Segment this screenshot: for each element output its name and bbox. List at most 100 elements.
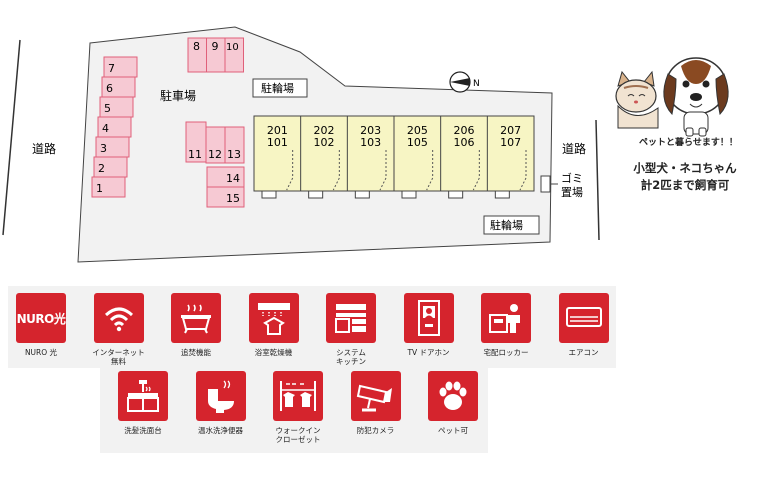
parking-space-15 [206,186,245,208]
parking-space-6-number: 6 [106,82,113,95]
feature-kitchen: システム キッチン [315,293,387,366]
unit-number-lower: 101 [267,136,288,149]
parking-space-11-number: 11 [188,148,202,161]
walk-in-closet-icon [273,371,323,421]
north-arrow-icon: N [449,71,480,93]
feature-bathroom-dryer: 浴室乾燥機 [238,293,310,357]
parking-space-4-number: 4 [102,122,109,135]
feature-label: ウォークイン クローゼット [275,426,321,444]
parking-space-7-number: 7 [108,62,115,75]
parking-space-13-number: 13 [227,148,241,161]
feature-wifi: インターネット 無料 [83,293,155,366]
unit-number-lower: 103 [360,136,381,149]
parking-space-9-number: 9 [212,40,219,53]
feature-label: エアコン [568,348,599,357]
feature-nuro: NURO光 NURO 光 [5,293,77,357]
road-edge-left [2,39,21,236]
unit-number-lower: 105 [407,136,428,149]
pets-info-line2: 計2匹まで飼育可 [640,178,730,192]
feature-walk-in-closet: ウォークイン クローゼット [262,371,334,444]
unit-number-upper: 201 [267,124,288,137]
parking-space-5-number: 5 [104,102,111,115]
svg-text:N: N [473,79,480,89]
pets-caption: ペットと暮らせます！！ [639,138,738,148]
bike-parking-bottom-label: 駐輪場 [490,218,523,232]
unit-number-lower: 107 [500,136,521,149]
parking-middle-row: 11 12 13 [185,121,245,164]
feature-label: TV ドアホン [407,348,450,357]
feature-pet-paw: ペット可 [417,371,489,435]
unit-number-upper: 202 [314,124,335,137]
parking-label: 駐車場 [160,88,196,103]
parking-space-2-number: 2 [98,162,105,175]
feature-label: 浴室乾燥機 [254,348,293,357]
dog-and-cat-icon [615,57,729,137]
feature-security-camera: 防犯カメラ [340,371,412,435]
bathtub-icon [171,293,221,343]
vanity-sink-icon [118,371,168,421]
unit-number-upper: 206 [454,124,475,137]
feature-label: NURO 光 [24,348,58,357]
bathroom-dryer-icon [248,293,299,343]
parking-space-10 [224,37,244,73]
parking-space-7 [103,56,138,78]
feature-label: インターネット 無料 [92,348,145,366]
unit-entrance [308,190,324,199]
unit-entrance [448,190,464,199]
parking-space-10-number: 10 [226,42,239,53]
unit-entrance [261,190,277,199]
feature-label: 追焚機能 [181,348,211,357]
delivery-locker-icon [481,293,531,343]
unit-number-lower: 106 [454,136,475,149]
parking-left-column: 1 2 3 4 5 6 7 [91,56,138,198]
feature-label: 防犯カメラ [356,426,395,435]
feature-bathtub: 追焚機能 [160,293,232,357]
parking-space-12-number: 12 [208,148,222,161]
pets-info: 小型犬・ネコちゃん 計2匹まで飼育可 [615,160,755,194]
unit-number-upper: 205 [407,124,428,137]
feature-air-conditioner: エアコン [548,293,620,357]
road-label-left: 道路 [32,141,56,156]
unit-entrance [494,190,510,199]
unit-number-upper: 207 [500,124,521,137]
garbage-area-label: ゴミ置場 [561,171,583,199]
road-label-right: 道路 [562,141,586,156]
parking-space-3-number: 3 [100,142,107,155]
feature-label: 温水洗浄便器 [198,426,243,435]
parking-space-15-number: 15 [226,192,240,205]
pets-info-line1: 小型犬・ネコちゃん [633,161,737,175]
air-conditioner-icon [558,293,609,343]
feature-label: ペット可 [438,426,468,435]
tv-intercom-icon [403,293,454,343]
bike-parking-top [252,78,308,98]
garbage-box-icon [540,175,551,193]
security-camera-icon [350,371,401,421]
bike-parking-bottom [483,215,540,235]
nuro-icon: NURO光 [16,293,66,343]
parking-space-13 [224,126,245,164]
bike-parking-top-label: 駐輪場 [261,81,294,95]
feature-label: 洗髪洗面台 [124,426,162,435]
unit-entrance [354,190,370,199]
parking-side-stack: 14 15 [206,166,245,208]
feature-delivery-locker: 宅配ロッカー [470,293,542,357]
feature-label: システム キッチン [336,348,366,366]
feature-washlet-toilet: 温水洗浄便器 [185,371,257,435]
feature-vanity-sink: 洗髪洗面台 [107,371,179,435]
feature-label: 宅配ロッカー [483,348,529,357]
road-edge-right [595,119,600,241]
wifi-icon [93,293,144,343]
pet-paw-icon [428,371,478,421]
unit-number-upper: 203 [360,124,381,137]
unit-number-lower: 102 [314,136,335,149]
feature-tv-intercom: TV ドアホン [393,293,465,357]
parking-space-14-number: 14 [226,172,240,185]
parking-space-8-number: 8 [193,40,200,53]
washlet-toilet-icon [195,371,246,421]
unit-entrance [401,190,417,199]
kitchen-icon [326,293,376,343]
parking-space-1-number: 1 [96,182,103,195]
